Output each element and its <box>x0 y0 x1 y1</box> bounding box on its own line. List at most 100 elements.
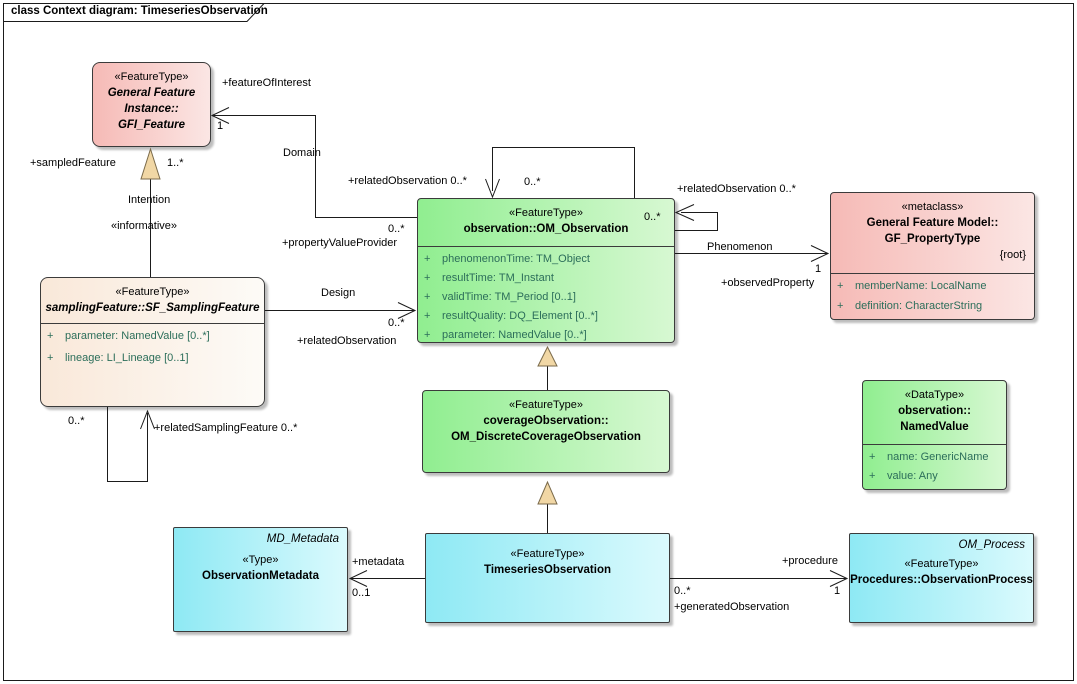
class-gf-property-type[interactable]: «metaclass» General Feature Model:: GF_P… <box>830 192 1035 320</box>
stereotype-label: «FeatureType» <box>509 399 583 411</box>
edge-domain <box>212 115 417 218</box>
class-name-line: General Feature Model:: <box>866 217 999 229</box>
attribute-text: resultTime: TM_Instant <box>442 272 554 284</box>
attribute-row: + parameter: NamedValue [0..*] <box>47 329 258 344</box>
class-name: observation::OM_Observation <box>463 223 629 235</box>
assoc-name-domain: Domain <box>283 147 321 159</box>
attribute-text: value: Any <box>887 470 938 482</box>
class-name-line: GF_PropertyType <box>884 233 981 245</box>
mult-related-observation-right: 0..* <box>644 211 661 223</box>
assoc-name-design: Design <box>321 287 356 299</box>
attribute-text: validTime: TM_Period [0..1] <box>442 291 576 303</box>
role-related-sampling-feature: +relatedSamplingFeature 0..* <box>154 422 298 434</box>
class-name-line: coverageObservation:: <box>483 415 609 427</box>
open-arrowhead-metadata <box>348 570 368 587</box>
attribute-visibility: + <box>47 330 54 342</box>
role-generated-observation: +generatedObservation <box>674 601 790 613</box>
edge-related-sampling-feature <box>107 407 148 482</box>
attribute-visibility: + <box>47 352 54 364</box>
triangle-arrowhead-timeseries <box>537 480 558 505</box>
class-named-value[interactable]: «DataType» observation:: NamedValue + na… <box>862 380 1007 490</box>
stereotype-label: «DataType» <box>904 389 965 401</box>
assoc-name-phenomenon: Phenomenon <box>707 241 773 253</box>
role-related-observation-top: +relatedObservation 0..* <box>348 175 467 187</box>
class-name: TimeseriesObservation <box>484 564 611 576</box>
class-header: «FeatureType» TimeseriesObservation <box>426 534 669 578</box>
class-observation-process[interactable]: OM_Process «FeatureType» Procedures::Obs… <box>849 533 1034 623</box>
mult-related-observation-top: 0..* <box>524 176 541 188</box>
role-metadata: +metadata <box>352 556 405 568</box>
assoc-name-intention: Intention <box>128 194 171 206</box>
triangle-arrowhead-sampled-feature <box>140 147 161 180</box>
triangle-arrowhead-discrete <box>537 345 558 367</box>
class-name-line: Instance:: <box>124 103 179 115</box>
role-procedure: +procedure <box>782 555 838 567</box>
class-header: «FeatureType» Procedures::ObservationPro… <box>850 552 1033 588</box>
edge-related-observation-right <box>675 212 718 231</box>
attribute-row: + definition: CharacterString <box>837 299 1028 314</box>
attribute-visibility: + <box>424 310 431 322</box>
stereotype-label: «FeatureType» <box>115 286 190 298</box>
class-sf-sampling-feature[interactable]: «FeatureType» samplingFeature::SF_Sampli… <box>40 277 265 407</box>
class-header: «metaclass» General Feature Model:: GF_P… <box>831 193 1034 273</box>
class-name-line: OM_DiscreteCoverageObservation <box>451 431 641 443</box>
attribute-visibility: + <box>424 272 431 284</box>
attribute-text: definition: CharacterString <box>855 300 983 312</box>
mult-design: 0..* <box>388 317 405 329</box>
attribute-text: memberName: LocalName <box>855 280 987 292</box>
attribute-visibility: + <box>424 329 431 341</box>
diagram-frame-title: class Context diagram: TimeseriesObserva… <box>11 5 268 17</box>
attribute-row: + parameter: NamedValue [0..*] <box>424 328 668 343</box>
attribute-visibility: + <box>869 451 876 463</box>
mult-phenomenon: 1 <box>815 263 822 275</box>
mult-procedure: 1 <box>834 585 841 597</box>
attributes-compartment: + memberName: LocalName + definition: Ch… <box>831 273 1034 319</box>
class-header: «Type» ObservationMetadata <box>174 546 347 584</box>
attribute-visibility: + <box>424 253 431 265</box>
stereotype-label: «metaclass» <box>901 201 964 213</box>
class-name-line: GFI_Feature <box>117 119 186 131</box>
attribute-visibility: + <box>424 291 431 303</box>
attributes-compartment: + parameter: NamedValue [0..*] + lineage… <box>41 323 264 407</box>
role-sampled-feature: +sampledFeature <box>30 157 116 169</box>
attributes-compartment: + phenomenonTime: TM_Object + resultTime… <box>418 246 674 343</box>
class-observation-metadata[interactable]: MD_Metadata «Type» ObservationMetadata <box>173 527 348 632</box>
mult-property-value-provider: 0..* <box>388 223 405 235</box>
class-om-observation[interactable]: «FeatureType» observation::OM_Observatio… <box>417 198 675 343</box>
attribute-visibility: + <box>869 470 876 482</box>
class-om-discrete-coverage-observation[interactable]: «FeatureType» coverageObservation:: OM_D… <box>422 390 670 473</box>
attribute-visibility: + <box>837 280 844 292</box>
class-header: «FeatureType» General Feature Instance::… <box>93 63 210 133</box>
stereotype-label: «FeatureType» <box>509 207 583 219</box>
class-timeseries-observation[interactable]: «FeatureType» TimeseriesObservation <box>425 533 670 623</box>
attribute-row: + validTime: TM_Period [0..1] <box>424 290 668 305</box>
mult-sampled-feature: 1..* <box>167 157 184 169</box>
attribute-visibility: + <box>837 300 844 312</box>
open-arrowhead-related-sampling-feature <box>140 409 155 430</box>
parent-type-label: OM_Process <box>958 539 1025 551</box>
class-header: «FeatureType» samplingFeature::SF_Sampli… <box>41 278 264 323</box>
open-arrowhead-related-observation-top <box>485 178 500 199</box>
attribute-row: + memberName: LocalName <box>837 279 1028 294</box>
attribute-row: + resultQuality: DQ_Element [0..*] <box>424 309 668 324</box>
open-arrowhead-related-observation-right <box>674 204 695 221</box>
attribute-text: name: GenericName <box>887 451 989 463</box>
role-observed-property: +observedProperty <box>721 277 815 289</box>
class-name-line: NamedValue <box>900 421 969 433</box>
class-name-line: General Feature <box>107 87 196 99</box>
class-gfi-feature[interactable]: «FeatureType» General Feature Instance::… <box>92 62 211 147</box>
mult-sampling-self: 0..* <box>68 415 85 427</box>
role-feature-of-interest: +featureOfInterest <box>222 77 311 89</box>
stereotype-label: «Type» <box>242 554 279 566</box>
attribute-row: + name: GenericName <box>869 450 1000 465</box>
attribute-text: lineage: LI_Lineage [0..1] <box>65 352 189 364</box>
class-header: «FeatureType» coverageObservation:: OM_D… <box>423 391 669 445</box>
mult-metadata: 0..1 <box>352 587 371 599</box>
edge-related-observation-top <box>492 147 635 198</box>
mult-generated-observation: 0..* <box>674 585 691 597</box>
stereotype-informative: «informative» <box>111 220 178 232</box>
stereotype-label: «FeatureType» <box>114 71 189 83</box>
attribute-text: parameter: NamedValue [0..*] <box>65 330 210 342</box>
attribute-text: parameter: NamedValue [0..*] <box>442 329 587 341</box>
